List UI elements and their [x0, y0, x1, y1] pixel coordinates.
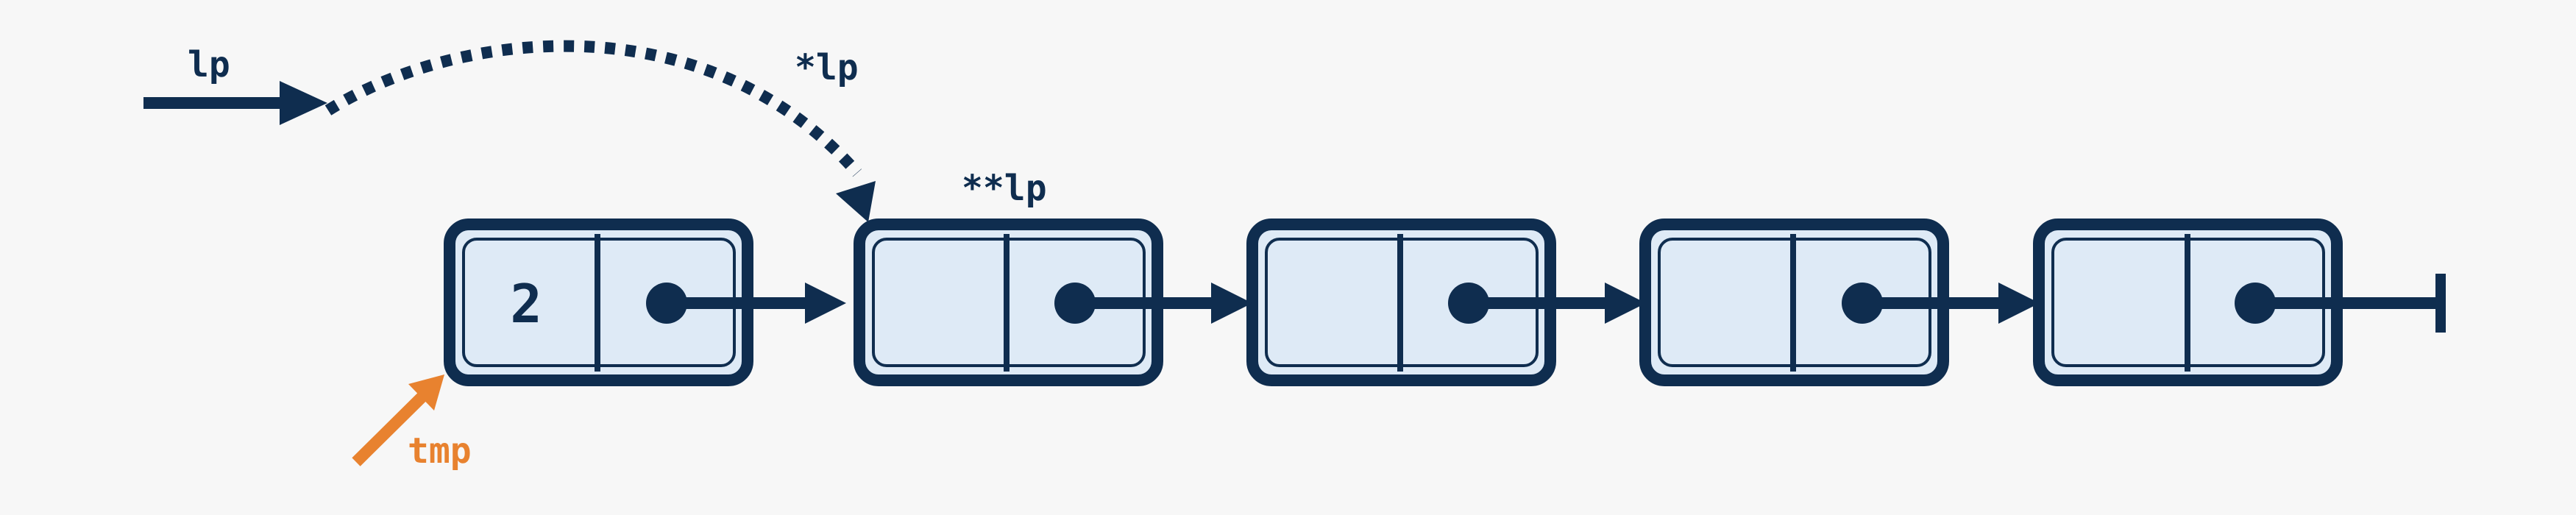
linked-list-nodes: 2	[444, 219, 2343, 386]
next-pointer-dot	[646, 283, 687, 324]
lp-label: lp	[188, 44, 230, 85]
next-pointer-dot	[1054, 283, 1096, 324]
tmp-label: tmp	[408, 430, 472, 472]
next-link-arrowhead	[1211, 283, 1252, 324]
null-terminator-bar	[2435, 274, 2446, 333]
tmp-arrowhead	[408, 374, 444, 411]
node-value: 2	[510, 273, 542, 335]
next-link-arrowhead	[1998, 283, 2040, 324]
deref-lp-arrowhead	[836, 181, 876, 222]
list-node	[2033, 219, 2343, 386]
double-deref-lp-label: **lp	[962, 168, 1047, 209]
lp-arrowhead	[280, 81, 327, 125]
next-link-arrowhead	[1605, 283, 1646, 324]
next-link-arrowhead	[805, 283, 846, 324]
list-node	[854, 219, 1163, 386]
next-pointer-dot	[2235, 283, 2276, 324]
node-links	[677, 274, 2446, 333]
next-pointer-dot	[1842, 283, 1883, 324]
list-node	[1639, 219, 1949, 386]
deref-lp-dotted-arrow	[324, 40, 862, 177]
deref-lp-label: *lp	[795, 47, 859, 88]
tmp-arrow-shaft	[352, 393, 426, 466]
next-pointer-dot	[1448, 283, 1489, 324]
